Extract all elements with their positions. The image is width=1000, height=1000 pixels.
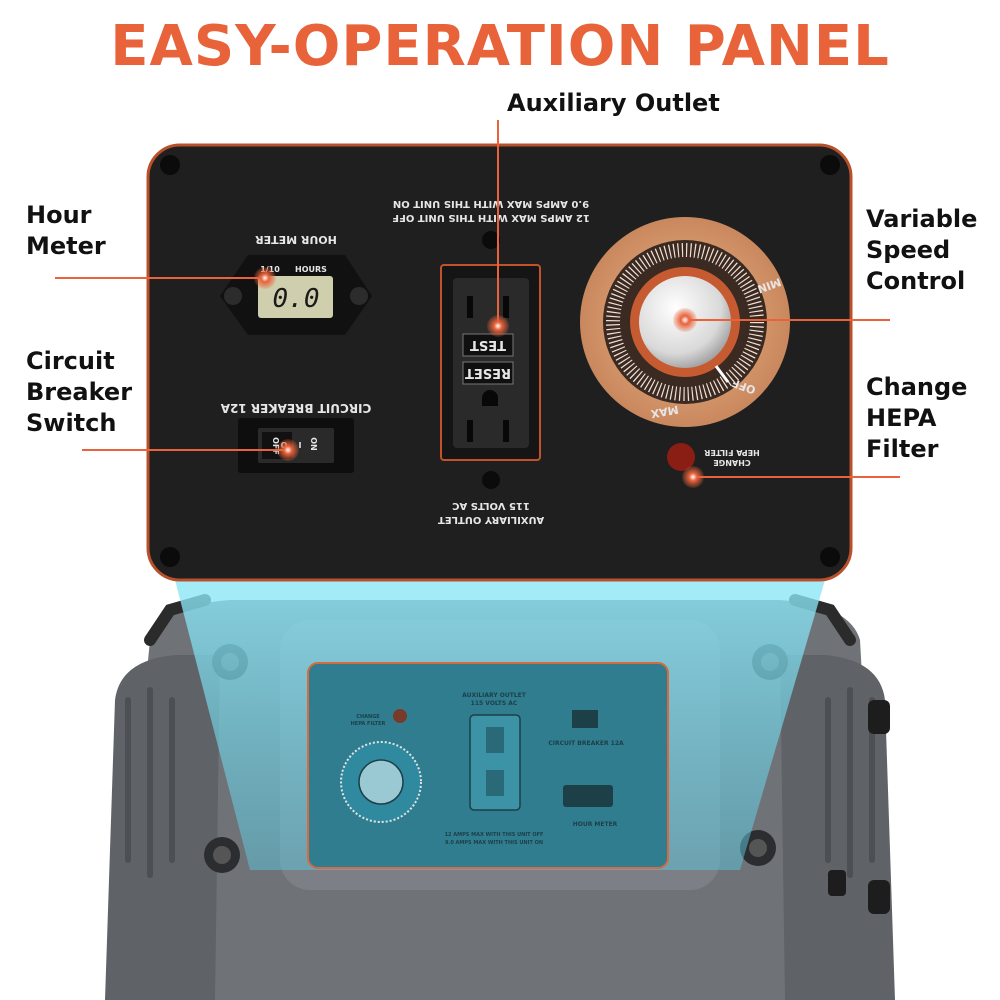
change-hepa-filter-indicator: CHANGE HEPA FILTER bbox=[667, 443, 760, 471]
change-label: CHANGE bbox=[713, 458, 750, 467]
hour-meter-reading: 0.0 bbox=[273, 284, 320, 314]
callout-line: Filter bbox=[866, 435, 939, 463]
mini-hour-meter-label: HOUR METER bbox=[573, 821, 618, 828]
switch-on-label: ON bbox=[309, 437, 318, 451]
callout-line: Meter bbox=[26, 232, 106, 260]
variable-speed-dial[interactable]: MIN OFF MAX bbox=[580, 217, 790, 427]
callout-line: Circuit bbox=[26, 347, 115, 375]
auxiliary-outlet-callout: Auxiliary Outlet bbox=[507, 89, 720, 117]
callout-line: Control bbox=[866, 267, 966, 295]
callout-line: Change bbox=[866, 373, 968, 401]
mini-aux-outlet-label: AUXILIARY OUTLET bbox=[462, 692, 527, 699]
hours-label: HOURS bbox=[295, 265, 327, 274]
amps-line-1: 12 AMPS MAX WITH THIS UNIT OFF bbox=[392, 212, 590, 223]
reset-button-label: RESET bbox=[465, 365, 511, 380]
hour-meter-label: HOUR METER bbox=[255, 233, 337, 246]
dial-max-label: MAX bbox=[649, 403, 679, 421]
switch-on-mark: I bbox=[299, 441, 302, 450]
switch-off-label: OFF bbox=[271, 437, 280, 455]
circuit-breaker-label: CIRCUIT BREAKER 12A bbox=[220, 401, 371, 415]
circuit-breaker-switch[interactable]: CIRCUIT BREAKER 12A ON OFF I O bbox=[220, 401, 371, 473]
mini-amps-line-2: 9.0 AMPS MAX WITH THIS UNIT ON bbox=[445, 840, 543, 846]
hour-meter-callout: Hour Meter bbox=[26, 200, 106, 262]
variable-speed-control-callout: Variable Speed Control bbox=[866, 204, 977, 297]
unit-control-panel: AUXILIARY OUTLET 115 VOLTS AC CHANGE HEP… bbox=[307, 662, 669, 869]
control-panel-closeup: HOUR METER 0.0 HOURS 1/10 CIRCUIT BREAKE… bbox=[146, 143, 853, 582]
mini-hepa-label: HEPA FILTER bbox=[351, 721, 386, 727]
mini-change-label: CHANGE bbox=[356, 714, 380, 720]
callout-line: Breaker bbox=[26, 378, 133, 406]
callout-line: Switch bbox=[26, 409, 117, 437]
callout-line: Speed bbox=[866, 236, 951, 264]
change-hepa-filter-callout: Change HEPA Filter bbox=[866, 372, 967, 465]
amps-line-2: 9.0 AMPS MAX WITH THIS UNIT ON bbox=[393, 198, 589, 209]
callout-lines bbox=[55, 120, 900, 478]
circuit-breaker-callout: Circuit Breaker Switch bbox=[26, 346, 132, 439]
mini-voltage-label: 115 VOLTS AC bbox=[471, 700, 518, 707]
mini-breaker-label: CIRCUIT BREAKER 12A bbox=[548, 740, 624, 747]
auxiliary-outlet[interactable]: TEST RESET bbox=[440, 264, 541, 461]
page-title: EASY-OPERATION PANEL bbox=[110, 14, 890, 79]
callout-markers bbox=[254, 267, 704, 488]
voltage-panel-label: 115 VOLTS AC bbox=[452, 500, 530, 511]
test-button-label: TEST bbox=[470, 337, 506, 352]
callout-line: Variable bbox=[866, 205, 978, 233]
mini-amps-line-1: 12 AMPS MAX WITH THIS UNIT OFF bbox=[445, 832, 544, 838]
aux-outlet-panel-label: AUXILIARY OUTLET bbox=[438, 514, 544, 525]
hepa-filter-label: HEPA FILTER bbox=[704, 448, 760, 457]
callout-line: HEPA bbox=[866, 404, 937, 432]
callout-line: Hour bbox=[26, 201, 92, 229]
